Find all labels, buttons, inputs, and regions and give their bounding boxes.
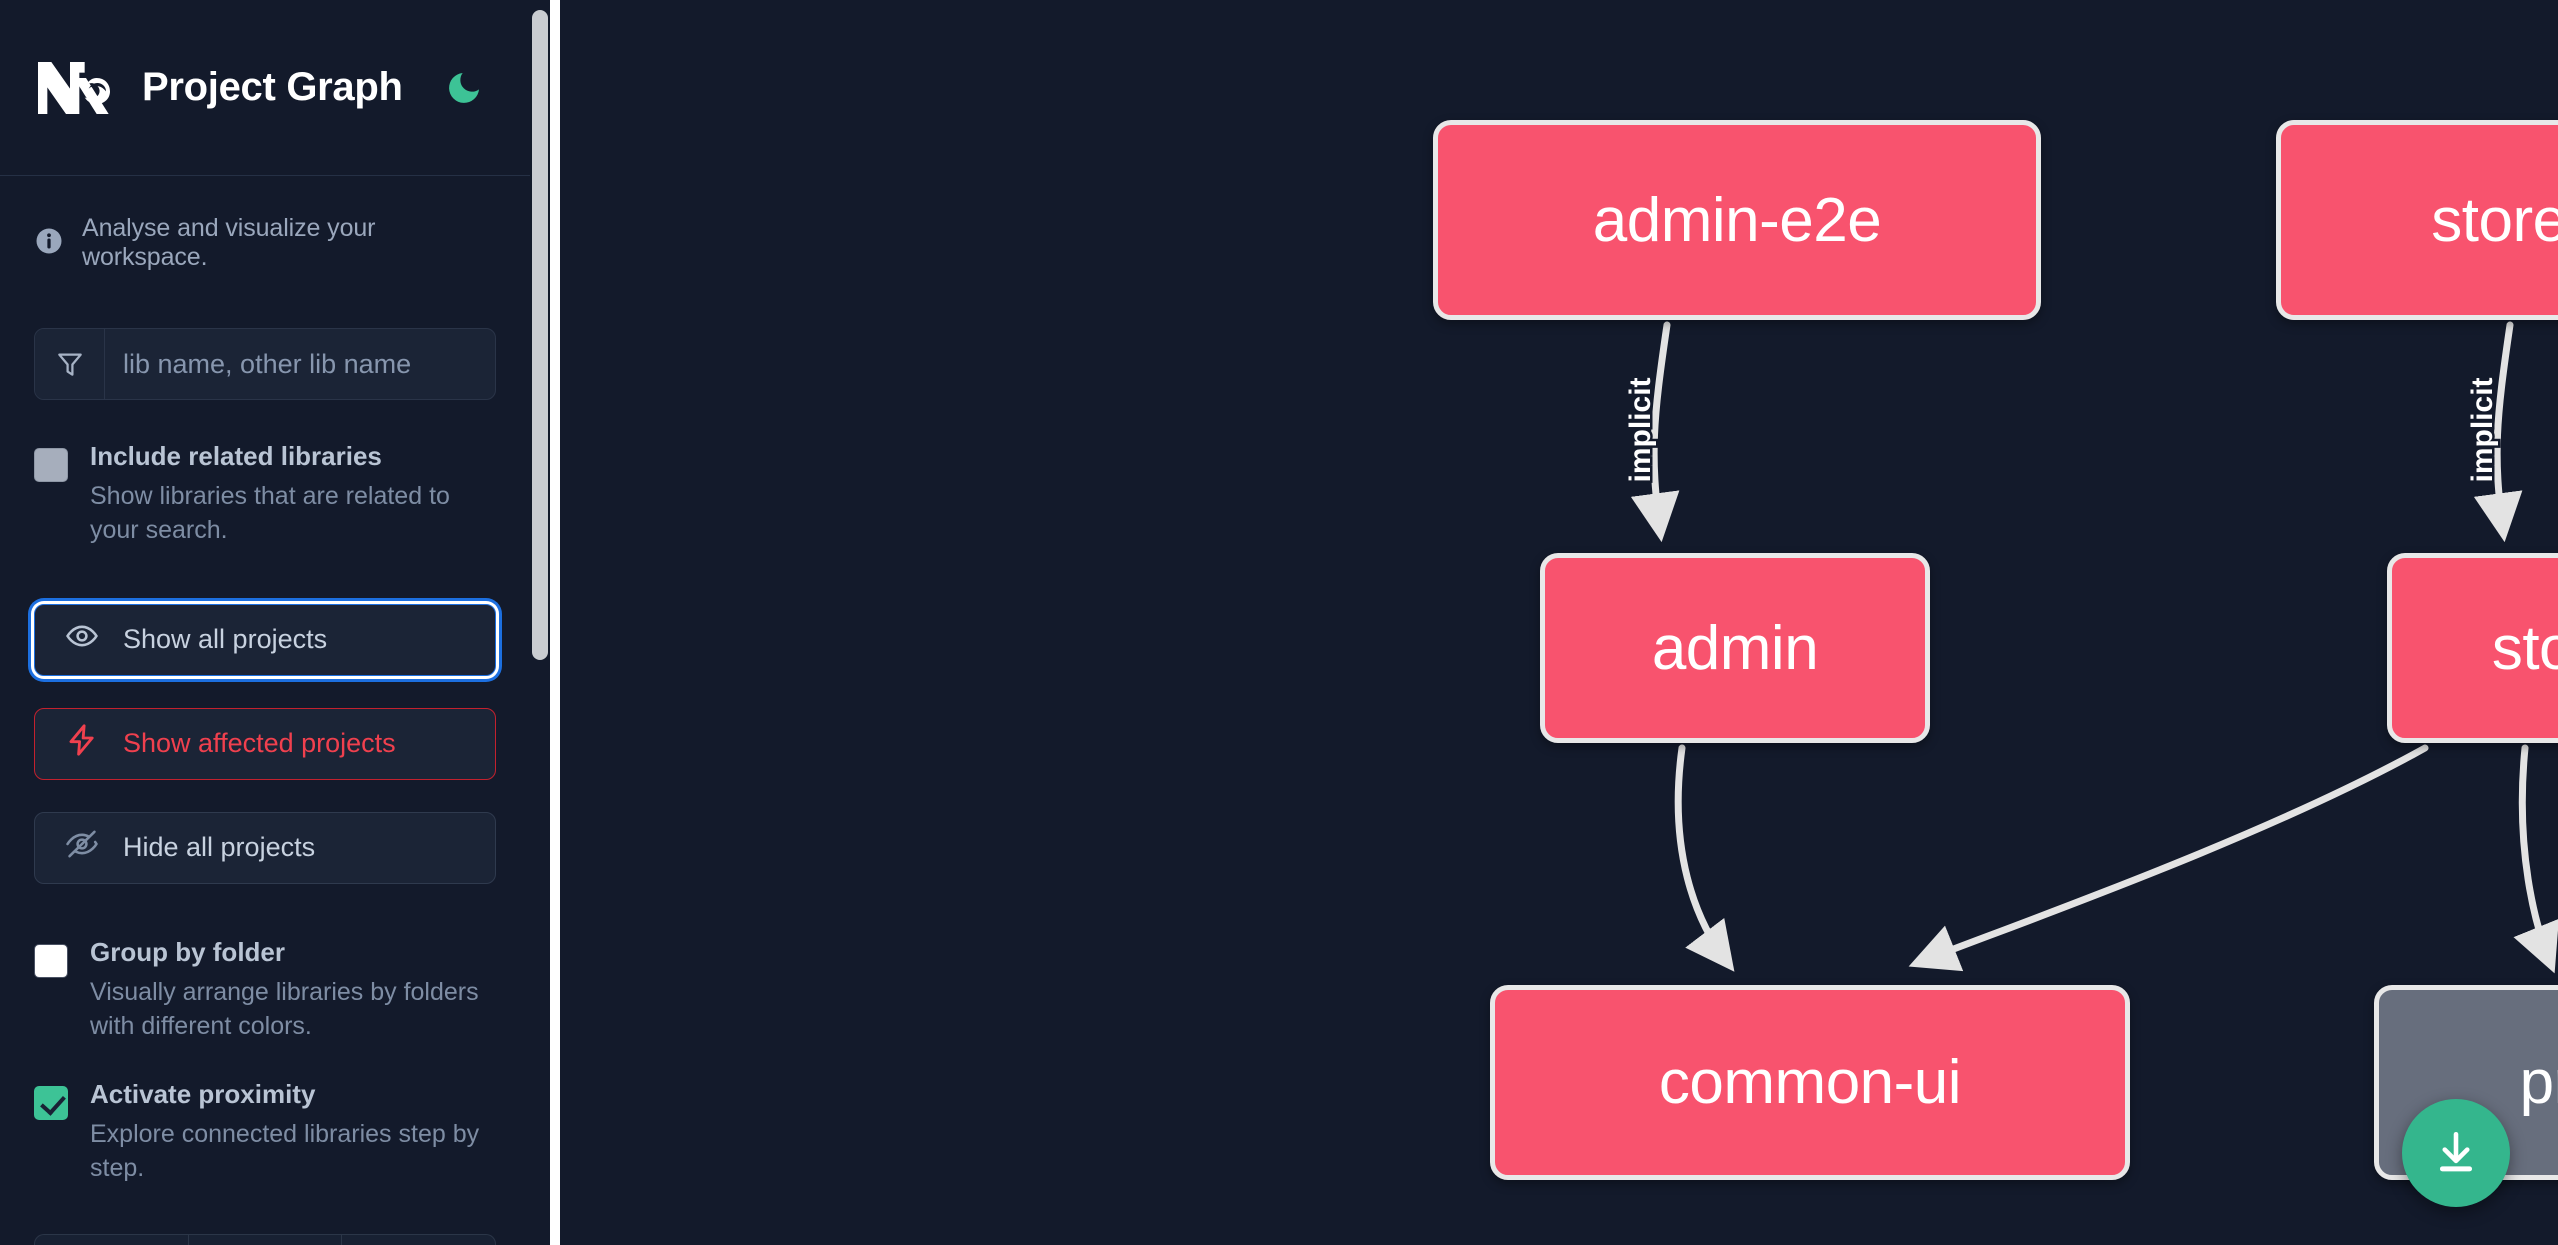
page-title: Project Graph (142, 65, 403, 109)
download-button[interactable] (2402, 1099, 2510, 1207)
graph-node-admin-label: admin (1651, 613, 1819, 683)
sidebar-tagline-text: Analyse and visualize your workspace. (82, 214, 376, 271)
show-affected-projects-label: Show affected projects (123, 728, 396, 759)
nx-logo-icon (34, 57, 114, 119)
edge-label-implicit-store: implicit (2466, 377, 2499, 482)
edge-store-common-ui (1908, 744, 2429, 972)
group-by-folder-checkbox[interactable] (34, 943, 68, 978)
sidebar-scrollbar[interactable] (532, 0, 548, 1245)
show-all-projects-label: Show all projects (123, 624, 328, 655)
sidebar-footer-segmented-control[interactable] (34, 1233, 496, 1245)
edge-admin-e2e-admin (1630, 321, 1680, 543)
graph-canvas[interactable]: implicit implicit admin-e2e store-e2e ad… (560, 0, 2558, 1245)
sidebar-body: Include related libraries Show libraries… (0, 328, 530, 1186)
graph-node-store-e2e-label: store-e2e (2431, 185, 2558, 255)
edge-store-products (2513, 744, 2558, 974)
download-icon (2439, 1131, 2473, 1172)
hide-all-projects-button[interactable]: Hide all projects (34, 811, 496, 884)
graph-node-admin[interactable]: admin (1540, 553, 1930, 743)
graph-node-common-ui-label: common-ui (1658, 1048, 1962, 1117)
project-visibility-buttons: Show all projects Show affected projects (34, 603, 496, 884)
search-input[interactable] (105, 329, 495, 399)
edge-store-e2e-store (2473, 321, 2523, 543)
sidebar-scroll-region[interactable]: Project Graph Analyse and visualize your… (0, 0, 560, 1245)
include-related-libraries-checkbox[interactable] (34, 448, 68, 482)
sidebar-tagline: Analyse and visualize your workspace. (0, 176, 530, 272)
filter-bar[interactable] (34, 328, 496, 400)
segment-2[interactable] (189, 1234, 343, 1245)
funnel-filter-icon (35, 329, 105, 399)
graph-node-store-label: store (2491, 613, 2558, 683)
edge-label-implicit-admin: implicit (1624, 377, 1657, 482)
sidebar: Project Graph Analyse and visualize your… (0, 0, 560, 1245)
include-related-libraries-label: Include related libraries (90, 441, 382, 471)
segment-3[interactable] (342, 1235, 495, 1245)
graph-node-admin-e2e[interactable]: admin-e2e (1433, 120, 2041, 320)
moon-icon[interactable] (441, 65, 487, 111)
graph-node-products-label: products (2519, 1048, 2558, 1117)
activate-proximity-label: Activate proximity (90, 1078, 316, 1109)
segment-1[interactable] (35, 1234, 189, 1245)
graph-node-store-e2e[interactable]: store-e2e (2276, 120, 2558, 320)
lightning-bolt-icon (65, 723, 99, 764)
sidebar-header: Project Graph (0, 0, 530, 176)
info-circle-icon (34, 226, 64, 261)
sidebar-scrollbar-thumb[interactable] (532, 10, 548, 660)
include-related-libraries-description: Show libraries that are related to your … (90, 481, 450, 545)
activate-proximity-description: Explore connected libraries step by step… (90, 1119, 480, 1183)
checkbox-include-related-libraries[interactable]: Include related libraries Show libraries… (34, 441, 496, 548)
edge-admin-common-ui (1674, 744, 1735, 972)
group-by-folder-description: Visually arrange libraries by folders wi… (90, 977, 479, 1041)
graph-node-admin-e2e-label: admin-e2e (1592, 185, 1882, 255)
graph-node-store[interactable]: store (2387, 553, 2558, 743)
show-all-projects-button[interactable]: Show all projects (34, 603, 496, 676)
eye-icon (65, 619, 99, 660)
group-by-folder-label: Group by folder (90, 936, 285, 967)
checkbox-activate-proximity[interactable]: Activate proximity Explore connected lib… (34, 1078, 496, 1186)
activate-proximity-checkbox[interactable] (34, 1085, 68, 1120)
graph-node-common-ui[interactable]: common-ui (1490, 985, 2130, 1180)
checkbox-group-by-folder[interactable]: Group by folder Visually arrange librari… (34, 936, 496, 1044)
hide-all-projects-label: Hide all projects (123, 832, 316, 863)
show-affected-projects-button[interactable]: Show affected projects (34, 707, 496, 780)
eye-off-icon (65, 827, 99, 868)
sidebar-edge (550, 0, 560, 1245)
